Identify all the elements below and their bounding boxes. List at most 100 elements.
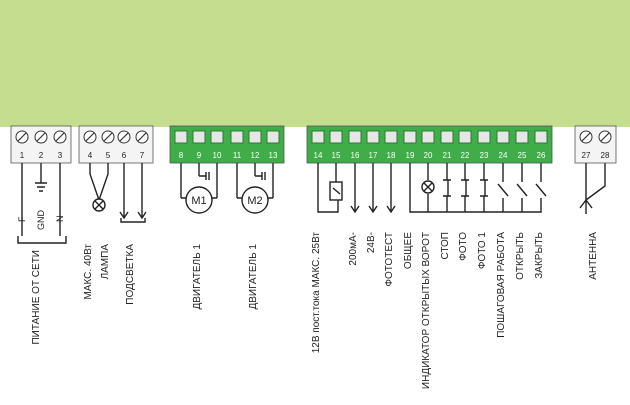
terminal-number: 11 xyxy=(233,151,242,160)
photo-label: ФОТО xyxy=(458,232,469,261)
step-contact-icon xyxy=(497,163,509,212)
motor2-caption: ДВИГАТЕЛЬ 1 xyxy=(248,244,259,310)
terminal-screw-square xyxy=(192,130,206,144)
photo1-contact-icon xyxy=(480,163,488,212)
terminal-screw-slot xyxy=(85,132,95,142)
terminal-number: 17 xyxy=(369,151,378,160)
antenna-label: АНТЕННА xyxy=(588,232,599,280)
terminal-screw-square xyxy=(366,130,380,144)
terminal-screw-slot xyxy=(36,132,46,142)
terminal-number: 16 xyxy=(351,151,360,160)
24v-label: 24В- xyxy=(366,232,377,253)
close-contact-icon xyxy=(535,163,547,206)
open-contact-icon xyxy=(516,163,528,212)
terminal-screw-square xyxy=(230,130,244,144)
terminal-number: 18 xyxy=(387,151,396,160)
motor1-icon xyxy=(185,186,213,214)
terminal-screw-square xyxy=(458,130,472,144)
close-label: ЗАКРЫТЬ xyxy=(534,232,545,279)
terminal-screw-slot xyxy=(55,132,65,142)
power-label: ПИТАНИЕ ОТ СЕТИ xyxy=(31,250,42,345)
terminal-screw-slot xyxy=(581,132,591,142)
terminal-screw-square xyxy=(348,130,362,144)
indicator-cross-icon xyxy=(423,182,433,192)
terminal-number: 7 xyxy=(140,151,145,160)
terminal-screw-slot xyxy=(17,132,27,142)
motor2-wires xyxy=(236,163,274,199)
wiring-lines xyxy=(17,163,606,244)
terminal-screw-square xyxy=(329,130,343,144)
terminal-number: 12 xyxy=(251,151,260,160)
motor2-label: M2 xyxy=(247,195,262,207)
power-gnd-label: GND xyxy=(36,210,46,231)
terminal-number: 9 xyxy=(197,151,202,160)
terminal-number: 25 xyxy=(518,151,527,160)
common-bus xyxy=(409,163,542,213)
step-label: ПОШАГОВАЯ РАБОТА xyxy=(496,232,507,338)
terminal-screw-slot xyxy=(137,132,147,142)
dc-supply-wire xyxy=(317,163,339,213)
lamp-max-label: МАКС. 40Вт xyxy=(83,244,94,300)
terminal-screw-square xyxy=(496,130,510,144)
terminal-screw-square xyxy=(534,130,548,144)
lamp-label: ЛАМПА xyxy=(100,244,111,280)
terminal-screw-square xyxy=(210,130,224,144)
terminal-number: 1 xyxy=(20,151,25,160)
terminal-screw-square xyxy=(440,130,454,144)
terminal-number: 2 xyxy=(39,151,44,160)
antenna-wire xyxy=(585,163,606,201)
arrow-19 xyxy=(386,163,396,214)
terminal-screw-square xyxy=(421,130,435,144)
ground-icon xyxy=(35,182,47,192)
terminal-number: 26 xyxy=(537,151,546,160)
terminal-number: 28 xyxy=(601,151,610,160)
terminal-number: 10 xyxy=(213,151,222,160)
backlight-wire xyxy=(119,163,147,223)
backlight-label: ПОДСВЕТКА xyxy=(125,244,136,305)
power-bracket xyxy=(17,236,67,244)
lamp-wire xyxy=(89,163,109,201)
200ma-label: 200мА- xyxy=(348,232,359,266)
terminal-number: 19 xyxy=(406,151,415,160)
terminal-number: 20 xyxy=(424,151,433,160)
lamp-cross-icon xyxy=(94,200,104,210)
terminal-number: 6 xyxy=(122,151,127,160)
terminal-number: 22 xyxy=(461,151,470,160)
antenna-icon xyxy=(579,198,593,214)
terminal-number: 13 xyxy=(269,151,278,160)
arrow-17 xyxy=(350,163,360,214)
phototest-label: ФОТОТЕСТ xyxy=(384,232,395,287)
terminal-number: 27 xyxy=(582,151,591,160)
terminal-screw-slot xyxy=(119,132,129,142)
power-n-label: N xyxy=(55,216,65,223)
motor1-caption: ДВИГАТЕЛЬ 1 xyxy=(192,244,203,310)
terminal-block xyxy=(169,125,285,164)
terminal-screw-square xyxy=(477,130,491,144)
relay-diag-icon xyxy=(332,187,341,195)
gate-open-indicator-label: ИНДИКАТОР ОТКРЫТЫХ ВОРОТ xyxy=(421,232,432,389)
arrow-18 xyxy=(368,163,378,214)
terminal-number: 21 xyxy=(443,151,452,160)
terminal-screw-square xyxy=(248,130,262,144)
terminal-screw-slot xyxy=(103,132,113,142)
terminal-screw-square xyxy=(266,130,280,144)
terminal-screw-square xyxy=(515,130,529,144)
terminal-screw-slot xyxy=(600,132,610,142)
terminal-screw-square xyxy=(174,130,188,144)
terminal-number: 3 xyxy=(58,151,63,160)
terminal-number: 15 xyxy=(332,151,341,160)
terminal-number: 8 xyxy=(179,151,184,160)
dc-supply-label: 12В пост.тока МАКС. 25Вт xyxy=(311,232,322,354)
terminal-number: 14 xyxy=(314,151,323,160)
stop-contact-icon xyxy=(443,163,451,212)
terminal-screw-square xyxy=(403,130,417,144)
photo1-label: ФОТО 1 xyxy=(477,232,488,270)
terminal-number: 5 xyxy=(106,151,111,160)
terminal-screw-square xyxy=(311,130,325,144)
terminal-screw-square xyxy=(384,130,398,144)
terminal-number: 23 xyxy=(480,151,489,160)
motor2-icon xyxy=(241,186,269,214)
motor1-wires xyxy=(180,163,218,199)
